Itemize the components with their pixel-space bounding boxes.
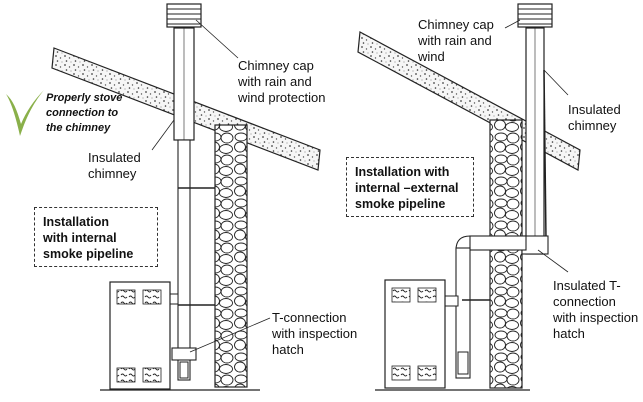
right-diagram bbox=[357, 3, 581, 391]
chimney-cap bbox=[517, 3, 553, 28]
smoke-pipe bbox=[177, 139, 191, 381]
left-t-connection-label: T-connection with inspection hatch bbox=[272, 310, 358, 357]
check-note: Properly stove connection to the chimney bbox=[46, 92, 123, 134]
roof bbox=[357, 31, 581, 171]
stove bbox=[109, 281, 171, 390]
checkmark-icon bbox=[6, 90, 44, 136]
left-installation-box: Installation with internal smoke pipelin… bbox=[34, 207, 158, 267]
chimney-cap bbox=[166, 3, 202, 28]
right-installation-box: Installation with internal –external smo… bbox=[346, 157, 474, 217]
right-chimney-cap-label: Chimney cap with rain and wind bbox=[418, 17, 494, 64]
stone-wall bbox=[489, 119, 523, 389]
left-diagram bbox=[51, 3, 321, 391]
t-connection bbox=[171, 347, 197, 361]
left-insulated-chimney-label: Insulated chimney bbox=[88, 150, 141, 181]
right-t-connection-label: Insulated T- connection with inspection … bbox=[553, 278, 639, 341]
smoke-pipe bbox=[455, 247, 471, 379]
stone-wall bbox=[214, 124, 248, 388]
left-chimney-cap-label: Chimney cap with rain and wind protectio… bbox=[238, 58, 326, 105]
right-insulated-chimney-label: Insulated chimney bbox=[568, 102, 621, 133]
stove bbox=[384, 279, 446, 389]
